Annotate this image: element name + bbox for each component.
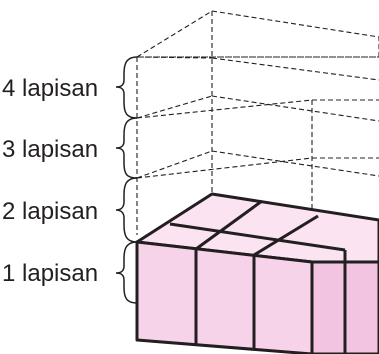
dashed-stack-outline: [135, 10, 379, 248]
brace-layer-4: [115, 56, 138, 119]
bottom-layer-cubes: [135, 192, 379, 354]
brace-layer-1: [115, 241, 138, 304]
layer-label-2: 2 lapisan: [2, 198, 98, 225]
layer-label-1: 1 lapisan: [2, 260, 98, 287]
layer-label-4: 4 lapisan: [2, 75, 98, 102]
layer-label-3: 3 lapisan: [2, 136, 98, 163]
cube-front-face: [135, 240, 314, 354]
brace-layer-2: [115, 177, 138, 243]
brace-layer-3: [115, 117, 138, 179]
layer-braces: [115, 56, 138, 304]
